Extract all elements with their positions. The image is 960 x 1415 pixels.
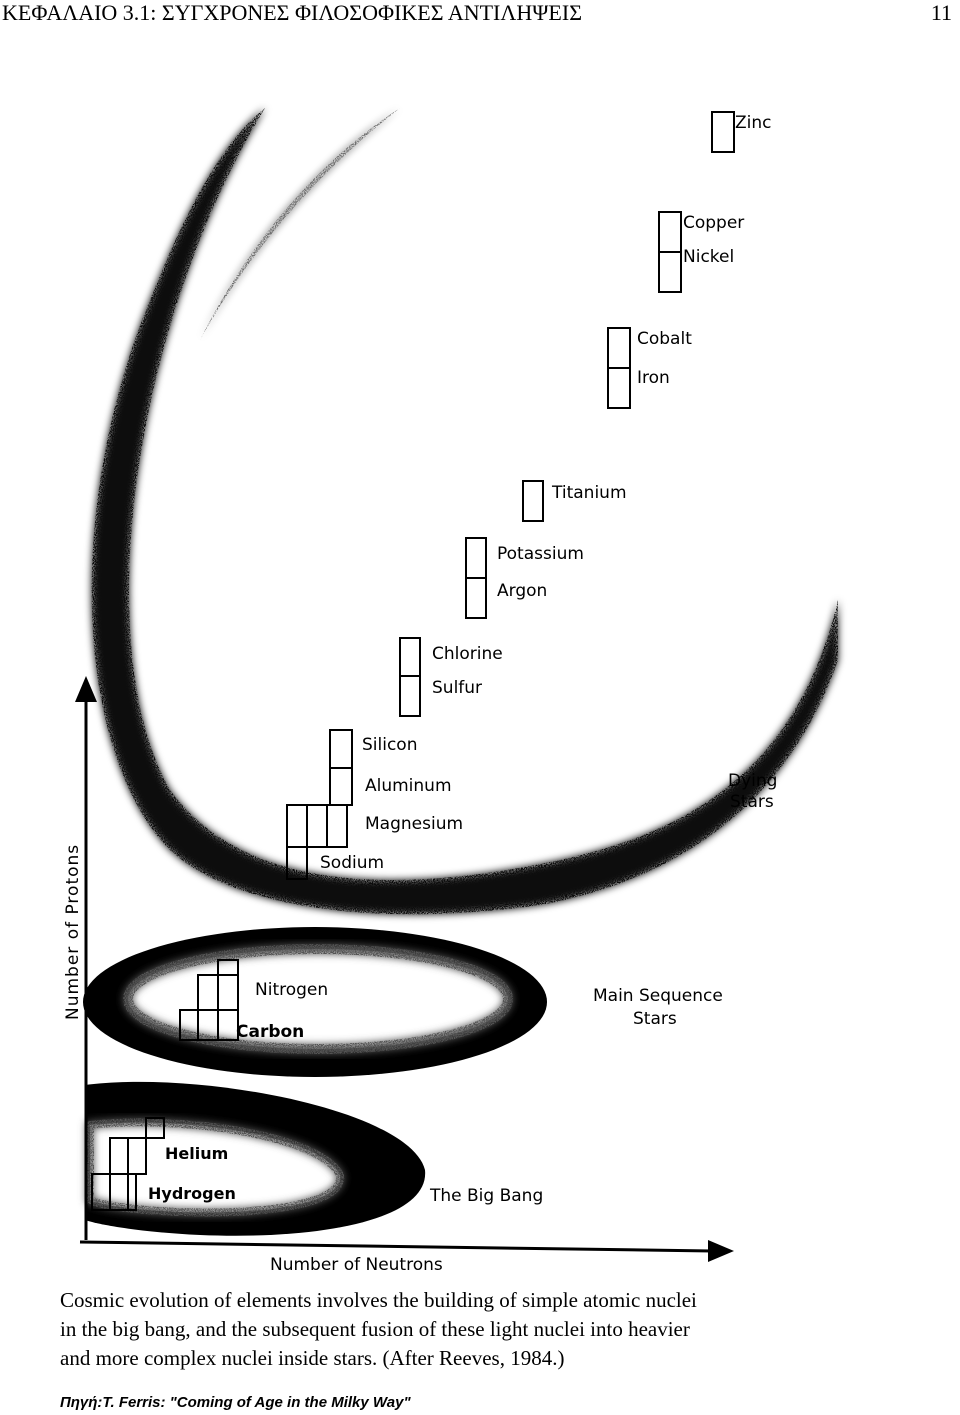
nucleus-boxes — [91, 111, 735, 1211]
label-dying-line2: Stars — [730, 792, 774, 812]
big-bang-ring — [85, 1081, 426, 1236]
label-hydrogen: Hydrogen — [148, 1184, 236, 1203]
label-dying-line1: Dying — [728, 771, 777, 791]
label-helium: Helium — [165, 1144, 228, 1163]
label-magnesium: Magnesium — [365, 814, 463, 834]
label-zinc: Zinc — [735, 113, 772, 133]
label-cobalt: Cobalt — [637, 329, 692, 349]
label-potassium: Potassium — [497, 544, 584, 564]
caption-line-1: Cosmic evolution of elements involves th… — [60, 1288, 697, 1312]
element-labels: Hydrogen Helium Carbon Nitrogen Sodium M… — [148, 113, 772, 1203]
label-main-sequence-line1: Main Sequence — [593, 986, 723, 1006]
page-number: 11 — [930, 0, 952, 25]
dying-stars-band — [91, 108, 838, 915]
label-silicon: Silicon — [362, 735, 417, 755]
y-axis-label: Number of Protons — [63, 844, 83, 1020]
label-big-bang: The Big Bang — [429, 1186, 543, 1206]
y-axis-arrow-icon — [75, 676, 97, 702]
source-citation: Πηγή:T. Ferris: "Coming of Age in the Mi… — [60, 1394, 411, 1411]
y-axis — [75, 676, 97, 1240]
label-chlorine: Chlorine — [432, 644, 503, 664]
chapter-header-title: ΚΕΦΑΛΑΙΟ 3.1: ΣΥΓΧΡΟΝΕΣ ΦΙΛΟΣΟΦΙΚΕΣ ΑΝΤΙ… — [2, 0, 583, 25]
label-sulfur: Sulfur — [432, 678, 482, 698]
label-main-sequence-line2: Stars — [633, 1009, 677, 1029]
label-titanium: Titanium — [551, 483, 627, 503]
x-axis-arrow-icon — [708, 1240, 734, 1262]
label-copper: Copper — [683, 213, 744, 233]
figure-caption: Cosmic evolution of elements involves th… — [60, 1286, 830, 1373]
label-nitrogen: Nitrogen — [255, 980, 328, 1000]
main-sequence-ring — [83, 927, 547, 1077]
label-carbon: Carbon — [236, 1022, 304, 1042]
label-nickel: Nickel — [683, 247, 734, 267]
x-axis — [79, 1240, 734, 1262]
caption-line-2: in the big bang, and the subsequent fusi… — [60, 1317, 690, 1341]
caption-line-3: and more complex nuclei inside stars. (A… — [60, 1346, 565, 1370]
label-sodium: Sodium — [320, 853, 384, 873]
label-argon: Argon — [497, 581, 547, 601]
label-iron: Iron — [637, 368, 670, 388]
label-aluminum: Aluminum — [365, 776, 452, 796]
region-labels: The Big Bang Main Sequence Stars Dying S… — [429, 771, 777, 1206]
x-axis-label: Number of Neutrons — [270, 1255, 443, 1275]
